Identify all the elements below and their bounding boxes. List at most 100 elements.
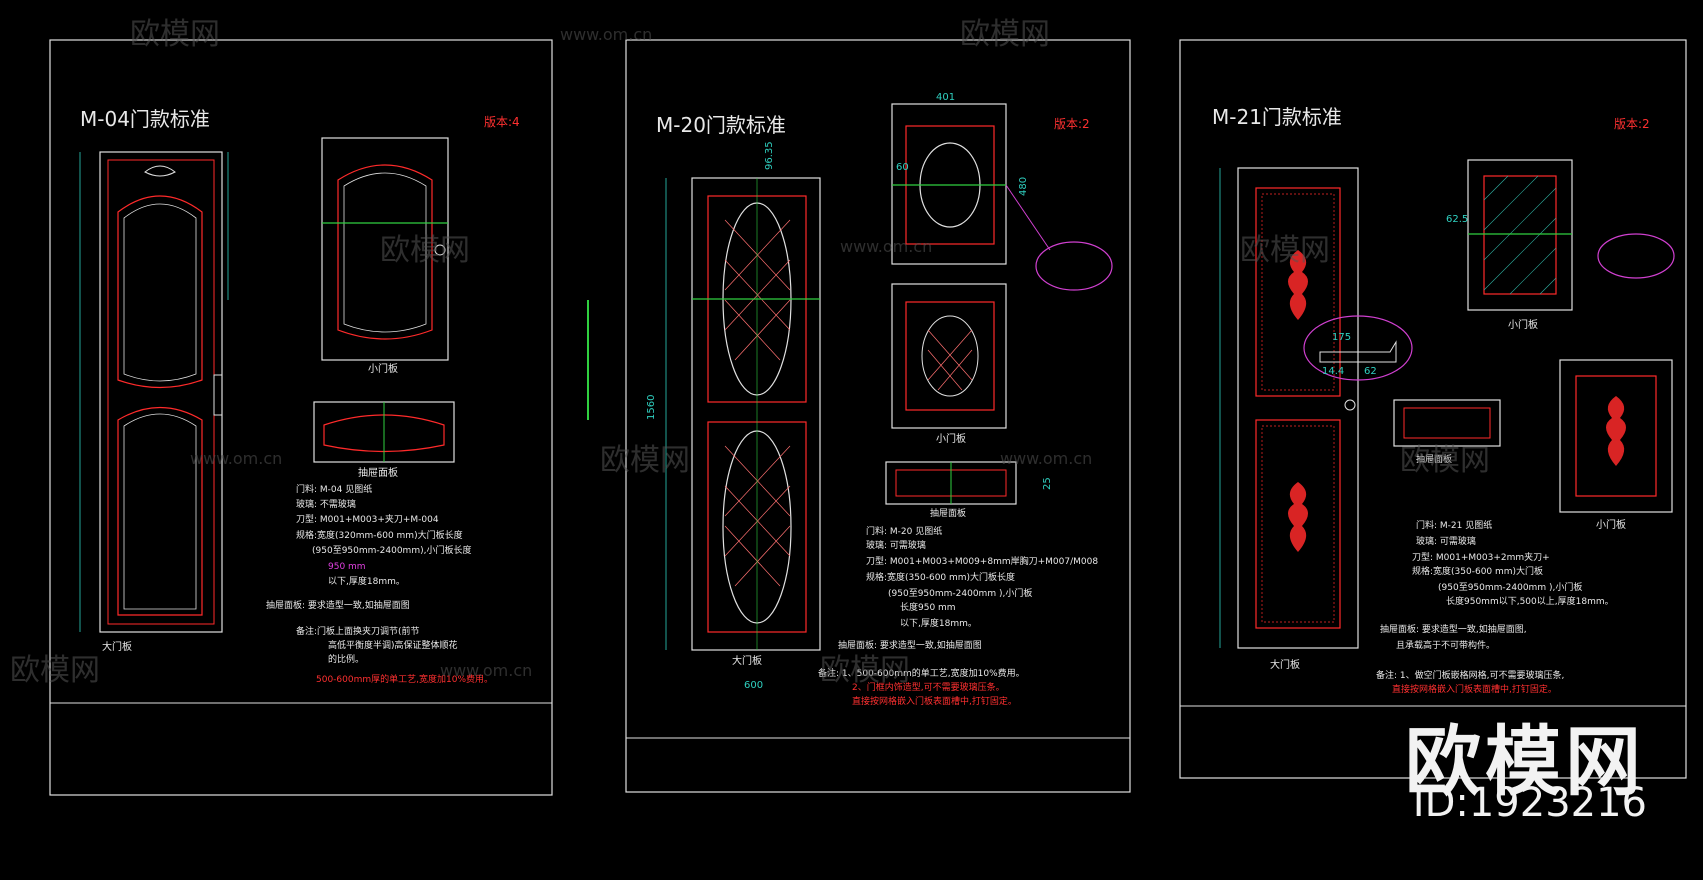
- spec-line: 玻璃: 不需玻璃: [296, 498, 356, 510]
- spec-line: 抽屉面板: 要求造型一致,如抽屉面图: [266, 599, 410, 611]
- watermark-text: 欧模网: [960, 17, 1050, 52]
- sheet-frame: [1179, 39, 1687, 779]
- drawer-label: 抽屉面板: [1416, 453, 1452, 465]
- spec-line: 刀型: M001+M003+夹刀+M-004: [296, 513, 439, 525]
- detail-callout: [1035, 241, 1113, 291]
- spec-line: 以下,厚度18mm。: [900, 617, 977, 629]
- watermark-text: www.om.cn: [840, 237, 932, 256]
- small-door-elevation: 小门板: [321, 137, 449, 375]
- spec-line: 规格:宽度(320mm-600 mm)大门板长度: [296, 529, 463, 541]
- spec-notes: 门料: M-04 见图纸 玻璃: 不需玻璃 刀型: M001+M003+夹刀+M…: [266, 483, 493, 685]
- big-door-elevation: 1560 96.35 600 大门板: [646, 141, 821, 691]
- spec-line: 门料: M-21 见图纸: [1416, 519, 1492, 531]
- big-door-label: 大门板: [1270, 658, 1300, 671]
- dimension-label: 401: [936, 92, 955, 103]
- sheet-m20: M-20门款标准 版本:2 1560 96.35 600 大门板: [587, 39, 1131, 793]
- big-door-label: 大门板: [102, 640, 132, 653]
- watermark-text: www.om.cn: [560, 25, 652, 44]
- site-logo: 欧模网: [1405, 717, 1645, 806]
- spec-line: 备注: 1、500-600mm的单工艺,宽度加10%费用。: [818, 667, 1025, 679]
- spec-line: 门料: M-20 见图纸: [866, 525, 942, 537]
- sheet-m21: M-21门款标准 版本:2 大门板 175 14.4 62: [1179, 39, 1687, 779]
- watermark-text: 欧模网: [820, 653, 910, 688]
- spec-line: 规格:宽度(350-600 mm)大门板: [1412, 565, 1543, 577]
- spec-line: 玻璃: 可需玻璃: [1416, 535, 1476, 547]
- detail-callout: [1597, 233, 1675, 279]
- spec-line: 规格:宽度(350-600 mm)大门板长度: [866, 571, 1015, 583]
- dimension-label: 600: [744, 680, 763, 691]
- dimension-label: 62.5: [1446, 214, 1468, 225]
- sheet-m04: M-04门款标准 版本:4 大门板 小门板: [49, 39, 553, 796]
- asset-id: ID:1923216: [1412, 780, 1647, 826]
- small-door-label: 小门板: [936, 432, 966, 445]
- spec-line: 长度950mm以下,500以上,厚度18mm。: [1446, 595, 1614, 607]
- sheet-title: M-04门款标准: [80, 107, 210, 131]
- watermark-text: 欧模网: [10, 653, 100, 688]
- version-label: 版本:2: [1054, 117, 1090, 131]
- drawer-label: 抽屉面板: [930, 507, 966, 519]
- spec-line: 直接按网格嵌入门板表面槽中,打钉固定。: [1392, 683, 1557, 695]
- spec-line: 玻璃: 可需玻璃: [866, 539, 926, 551]
- drawer-panel: 抽屉面板: [313, 401, 455, 479]
- spec-line: 2、门框内饰造型,可不需要玻璃压条。: [852, 681, 1005, 693]
- sheet-title: M-20门款标准: [656, 113, 786, 137]
- spec-line: (950至950mm-2400mm),小门板长度: [312, 544, 471, 556]
- dimension-label: 175: [1332, 332, 1351, 343]
- spec-line: 以下,厚度18mm。: [328, 575, 405, 587]
- spec-line: (950至950mm-2400mm ),小门板: [1438, 581, 1582, 593]
- watermark-text: 欧模网: [600, 443, 690, 478]
- profile-detail: 175 14.4 62: [1303, 315, 1413, 381]
- sheet-title: M-21门款标准: [1212, 105, 1342, 129]
- spec-line: (950至950mm-2400mm ),小门板: [888, 587, 1032, 599]
- watermark-text: www.om.cn: [1000, 449, 1092, 468]
- dimension-label: 25: [1042, 477, 1053, 490]
- drawer-label: 抽屉面板: [358, 466, 398, 479]
- spec-line: 备注:门板上面换夹刀调节(前节: [296, 625, 420, 637]
- small-door-carved: 小门板: [1559, 359, 1673, 531]
- spec-notes: 门料: M-21 见图纸 玻璃: 可需玻璃 刀型: M001+M003+2mm夹…: [1376, 519, 1614, 695]
- small-door-glass: 62.5 小门板: [1446, 159, 1675, 331]
- small-door-label: 小门板: [368, 362, 398, 375]
- version-label: 版本:2: [1614, 117, 1650, 131]
- spec-line: 抽屉面板: 要求造型一致,如抽屉面图,: [1380, 623, 1527, 635]
- dimension-label: 480: [1018, 177, 1029, 196]
- dimension-label: 62: [1364, 366, 1377, 377]
- spec-line: 刀型: M001+M003+M009+8mm岸胸刀+M007/M008: [866, 555, 1098, 567]
- small-door-label: 小门板: [1508, 318, 1538, 331]
- spec-line: 的比例。: [328, 653, 364, 665]
- spec-line: 500-600mm厚的单工艺,宽度加10%费用。: [316, 673, 493, 685]
- watermark-text: www.om.cn: [190, 449, 282, 468]
- spec-line: 高低平衡度半调)高保证整体顺花: [328, 639, 458, 651]
- spec-line: 刀型: M001+M003+2mm夹刀+: [1412, 551, 1550, 563]
- spec-line: 备注: 1、做空门板嵌格网格,可不需要玻璃压条,: [1376, 669, 1564, 681]
- carved-ornament-icon: [1288, 482, 1308, 552]
- big-door-elevation: 大门板: [79, 151, 229, 653]
- spec-line: 抽屉面板: 要求造型一致,如抽屉面图: [838, 639, 982, 651]
- big-door-elevation: 大门板: [1219, 167, 1359, 671]
- watermark-text: 欧模网: [130, 17, 220, 52]
- version-label: 版本:4: [484, 115, 520, 129]
- spec-line: 直接按网格嵌入门板表面槽中,打钉固定。: [852, 695, 1017, 707]
- drawer-panel: 25 抽屉面板: [885, 461, 1053, 519]
- watermark-layer: 欧模网 欧模网 欧模网 欧模网 欧模网 欧模网 欧模网 欧模网 www.om.c…: [10, 17, 1490, 688]
- watermark-text: 欧模网: [380, 233, 470, 268]
- small-door-label-2: 小门板: [1596, 518, 1626, 531]
- watermark-text: 欧模网: [1240, 233, 1330, 268]
- spec-line: 长度950 mm: [900, 601, 956, 613]
- spec-notes: 门料: M-20 见图纸 玻璃: 可需玻璃 刀型: M001+M003+M009…: [818, 525, 1098, 707]
- drawer-panel: 抽屉面板: [1393, 399, 1501, 465]
- spec-line: 且承载高于不可带构件。: [1396, 639, 1495, 651]
- spec-line: 950 mm: [328, 562, 366, 572]
- big-door-label: 大门板: [732, 654, 762, 667]
- sheet-frame: [625, 39, 1131, 793]
- carved-ornament-icon: [1288, 250, 1308, 320]
- watermark-text: 欧模网: [1400, 443, 1490, 478]
- small-door-glass: 401 60 480: [891, 92, 1113, 291]
- spec-line: 门料: M-04 见图纸: [296, 483, 372, 495]
- dimension-label: 60: [896, 162, 909, 173]
- sheet-frame: [49, 39, 553, 796]
- watermark-text: www.om.cn: [440, 661, 532, 680]
- carved-ornament-icon: [1606, 396, 1626, 466]
